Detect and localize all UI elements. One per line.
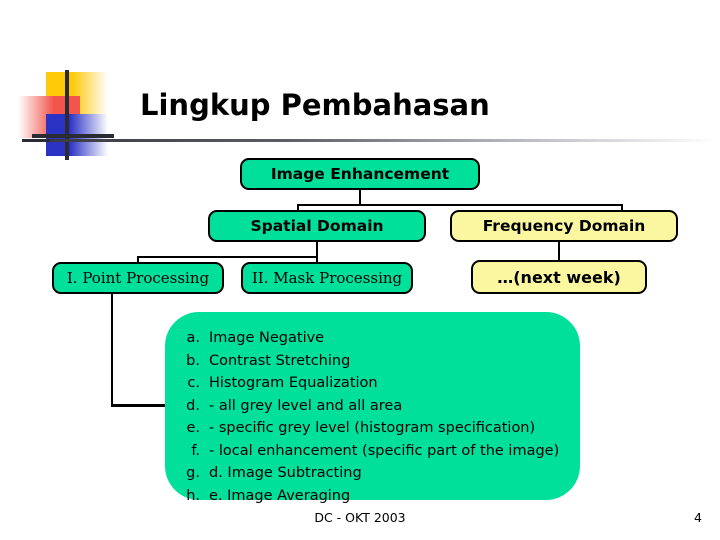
edge-to-mask-processing (316, 256, 318, 264)
list-item: b. Contrast Stretching (172, 350, 712, 373)
list-item-text: - specific grey level (histogram specifi… (209, 420, 536, 436)
list-item-text: - all grey level and all area (209, 397, 403, 414)
list-item-marker: g. (186, 465, 200, 481)
edge-level1-bus (297, 204, 623, 206)
detail-panel (165, 312, 580, 500)
node-next-week[interactable]: …(next week) (471, 260, 647, 294)
list-item-marker: c. (187, 375, 200, 391)
list-item-text: - local enhancement (specific part of th… (209, 442, 560, 459)
edge-point-to-detail-horizontal (111, 404, 173, 407)
title-divider (50, 139, 718, 142)
edge-level2-bus (137, 256, 318, 258)
list-item-text: e. Image Averaging (209, 487, 351, 504)
node-spatial-domain[interactable]: Spatial Domain (208, 210, 426, 242)
edge-frequency-to-nextweek (558, 242, 560, 262)
node-mask-processing-label: II. Mask Processing (251, 269, 403, 287)
logo-horizontal-bar (32, 134, 114, 138)
logo-vertical-bar (65, 70, 69, 160)
list-item-text: Histogram Equalization (209, 375, 378, 391)
node-frequency-domain[interactable]: Frequency Domain (450, 210, 678, 242)
list-item-text: Image Negative (209, 330, 325, 346)
edge-spatial-stem (316, 242, 318, 258)
edge-to-point-processing (137, 256, 139, 264)
list-item-marker: b. (186, 352, 200, 369)
node-frequency-domain-label: Frequency Domain (482, 217, 646, 235)
list-item: e. - specific grey level (histogram spec… (172, 417, 712, 440)
list-item-marker: f. (191, 442, 200, 459)
list-item: c. Histogram Equalization (172, 372, 712, 395)
node-point-processing-label: I. Point Processing (66, 269, 210, 287)
list-item: a. Image Negative (172, 327, 712, 350)
detail-list: a. Image Negative b. Contrast Stretching c… (172, 327, 712, 507)
edge-enhancement-stem (359, 190, 361, 206)
node-spatial-domain-label: Spatial Domain (250, 217, 384, 235)
footer-credit: DC - OKT 2003 (314, 510, 406, 525)
decorative-logo (18, 70, 114, 160)
node-image-enhancement-label: Image Enhancement (270, 165, 450, 183)
page-title: Lingkup Pembahasan (140, 88, 490, 122)
list-item-marker: d. (186, 397, 200, 414)
list-item-marker: h. (186, 487, 200, 504)
edge-point-to-detail-vertical (111, 294, 113, 406)
node-image-enhancement[interactable]: Image Enhancement (240, 158, 480, 190)
list-item: d. - all grey level and all area (172, 395, 712, 418)
list-item-text: d. Image Subtracting (209, 465, 362, 481)
list-item-text: Contrast Stretching (209, 352, 351, 369)
list-item-marker: a. (186, 330, 201, 346)
node-point-processing[interactable]: I. Point Processing (52, 262, 224, 294)
node-mask-processing[interactable]: II. Mask Processing (241, 262, 413, 294)
list-item: g. d. Image Subtracting (172, 462, 712, 485)
list-item-marker: e. (186, 420, 200, 436)
edge-to-frequency (621, 204, 623, 212)
list-item: h. e. Image Averaging (172, 485, 712, 508)
node-next-week-label: …(next week) (497, 267, 621, 287)
list-item: f. - local enhancement (specific part of… (172, 440, 712, 463)
edge-to-spatial (297, 204, 299, 212)
footer-page-number: 4 (694, 510, 702, 525)
